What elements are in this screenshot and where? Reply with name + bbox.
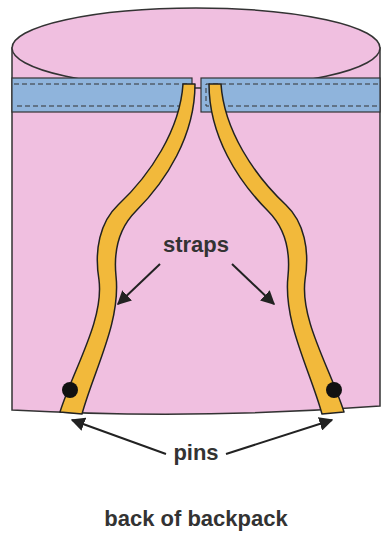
leader-arrow [226, 420, 332, 454]
leader-arrow [72, 420, 166, 454]
part-label: pins [173, 440, 218, 466]
backpack-body [12, 48, 380, 414]
stitching [14, 84, 378, 106]
backpack-top [12, 8, 380, 88]
caption: back of backpack [104, 506, 287, 532]
blue-band [201, 78, 380, 112]
leader-arrow [232, 264, 274, 304]
part-label: straps [163, 232, 229, 258]
leader-arrow [118, 264, 160, 304]
pin [62, 382, 78, 398]
right-strap [209, 84, 344, 414]
blue-band [12, 78, 192, 112]
pin [326, 382, 342, 398]
